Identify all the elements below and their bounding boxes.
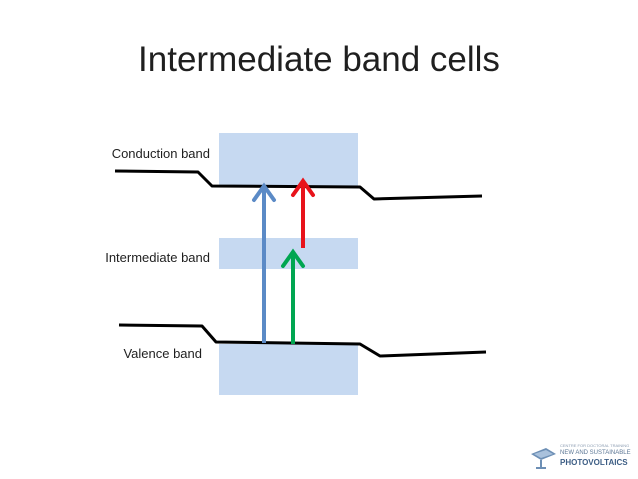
logo-line-1: CENTRE FOR DOCTORAL TRAINING xyxy=(560,443,630,448)
logo-line-2: NEW AND SUSTAINABLE xyxy=(560,450,631,456)
valence-band-edge xyxy=(118,323,487,358)
arrow-intermediate-to-conduction xyxy=(291,177,315,248)
cdt-logo: CENTRE FOR DOCTORAL TRAINING NEW AND SUS… xyxy=(528,440,631,472)
logo-line-3: PHOTOVOLTAICS xyxy=(560,458,628,467)
valence-band-label: Valence band xyxy=(123,346,202,361)
arrow-valence-to-conduction xyxy=(252,182,276,343)
conduction-band-label: Conduction band xyxy=(111,146,210,161)
slide-title: Intermediate band cells xyxy=(138,40,500,79)
solar-panel-icon xyxy=(531,448,556,469)
conduction-band-region xyxy=(219,133,358,187)
conduction-band-edge xyxy=(114,169,483,201)
intermediate-band-region xyxy=(219,238,358,269)
valence-band-region xyxy=(219,344,358,395)
intermediate-band-label: Intermediate band xyxy=(105,250,210,265)
arrow-valence-to-intermediate xyxy=(281,248,305,344)
